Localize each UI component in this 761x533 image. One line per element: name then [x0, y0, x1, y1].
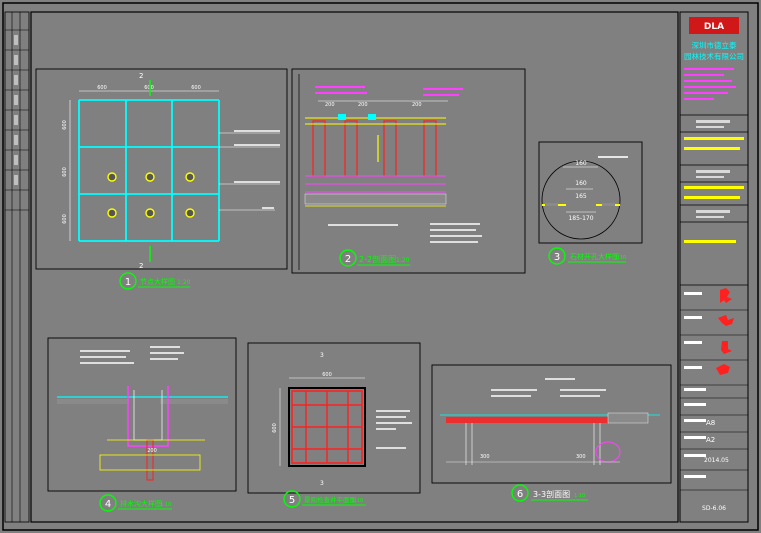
light-fixtures: [107, 172, 195, 218]
section-mark-top: 2: [139, 72, 143, 80]
signature-stamps: [716, 288, 734, 375]
sheet-value-1: A8: [706, 419, 715, 427]
detail-5-scale: 1:10: [352, 498, 363, 504]
inner-frame: [30, 11, 679, 523]
dim-3-160a: 160: [575, 160, 587, 167]
dim-2-a: 200: [325, 102, 335, 108]
dim-6-b: 300: [576, 454, 586, 460]
sheet-value-3: 2014.05: [704, 457, 729, 464]
detail-4-scale: 1:10: [160, 502, 171, 508]
detail-5-inspection-well: 3 3 600 600 5 景观检查井平面图 1:10: [247, 342, 421, 508]
dim-1-top-c: 600: [191, 85, 201, 91]
dim-1-top-b: 600: [144, 85, 154, 91]
detail-3-title: 石材开孔大样图: [570, 252, 619, 261]
dim-1-left-c: 600: [62, 214, 68, 224]
detail-2-section: 200 200 200 2 2-2剖面图 1:20: [291, 68, 526, 274]
well-mark-top: 3: [320, 352, 324, 359]
detail-2-title: 2-2剖面图: [359, 254, 396, 264]
title-block: DLA 深圳市德立泰 园林技术有限公司: [679, 11, 749, 523]
detail-2-number: 2: [345, 254, 351, 265]
detail-1-title: 节点大样图: [140, 277, 175, 286]
dim-4-a: 200: [147, 448, 157, 454]
detail-3-scale: 1:10: [615, 255, 626, 261]
detail-4-number: 4: [105, 499, 111, 510]
detail-4-title: 排水沟大样图: [120, 499, 162, 508]
detail-3-stone-hole: 160 160 165 185-170 3 石材开孔大样图 1:10: [538, 141, 643, 265]
detail-5-number: 5: [289, 495, 295, 506]
logo-text: DLA: [704, 22, 724, 32]
detail-6-title: 3-3剖面图: [533, 489, 570, 499]
detail-6-number: 6: [517, 489, 523, 500]
dim-5-top: 600: [322, 372, 332, 378]
detail-2-scale: 1:20: [396, 257, 410, 264]
company-name-line2: 园林技术有限公司: [684, 51, 744, 61]
detail-3-number: 3: [554, 252, 560, 263]
dim-2-c: 200: [412, 102, 422, 108]
dim-1-left-b: 600: [62, 167, 68, 177]
detail-1-scale: 1:20: [177, 279, 191, 286]
detail-5-title: 景观检查井平面图: [304, 495, 356, 504]
dim-6-a: 300: [480, 454, 490, 460]
left-binding-strip: [4, 11, 30, 523]
company-name-line1: 深圳市德立泰: [692, 40, 737, 50]
company-logo: [689, 17, 739, 34]
detail-6-scale: 1:10: [574, 493, 585, 499]
dim-3-160b: 160: [575, 180, 587, 187]
dim-3-range: 185-170: [568, 215, 593, 222]
detail-1-number: 1: [125, 277, 131, 288]
dim-2-b: 200: [358, 102, 368, 108]
dim-1-left-a: 600: [62, 120, 68, 130]
detail-6-section: 300 300 6 3-3剖面图 1:10: [431, 364, 672, 502]
detail-1-node-plan: 600 600 600 600 600 600 2 2 1 节点大样图 1:20: [35, 68, 288, 290]
well-mark-bottom: 3: [320, 480, 324, 487]
dim-5-side: 600: [272, 423, 278, 433]
section-mark-bottom: 2: [139, 262, 143, 270]
sheet-number: SD-6.06: [702, 505, 726, 512]
sheet-value-2: A2: [706, 436, 715, 444]
dim-3-165: 165: [575, 193, 587, 200]
dim-1-top-a: 600: [97, 85, 107, 91]
detail-4-drain-ditch: 200 4 排水沟大样图 1:10: [47, 337, 237, 512]
